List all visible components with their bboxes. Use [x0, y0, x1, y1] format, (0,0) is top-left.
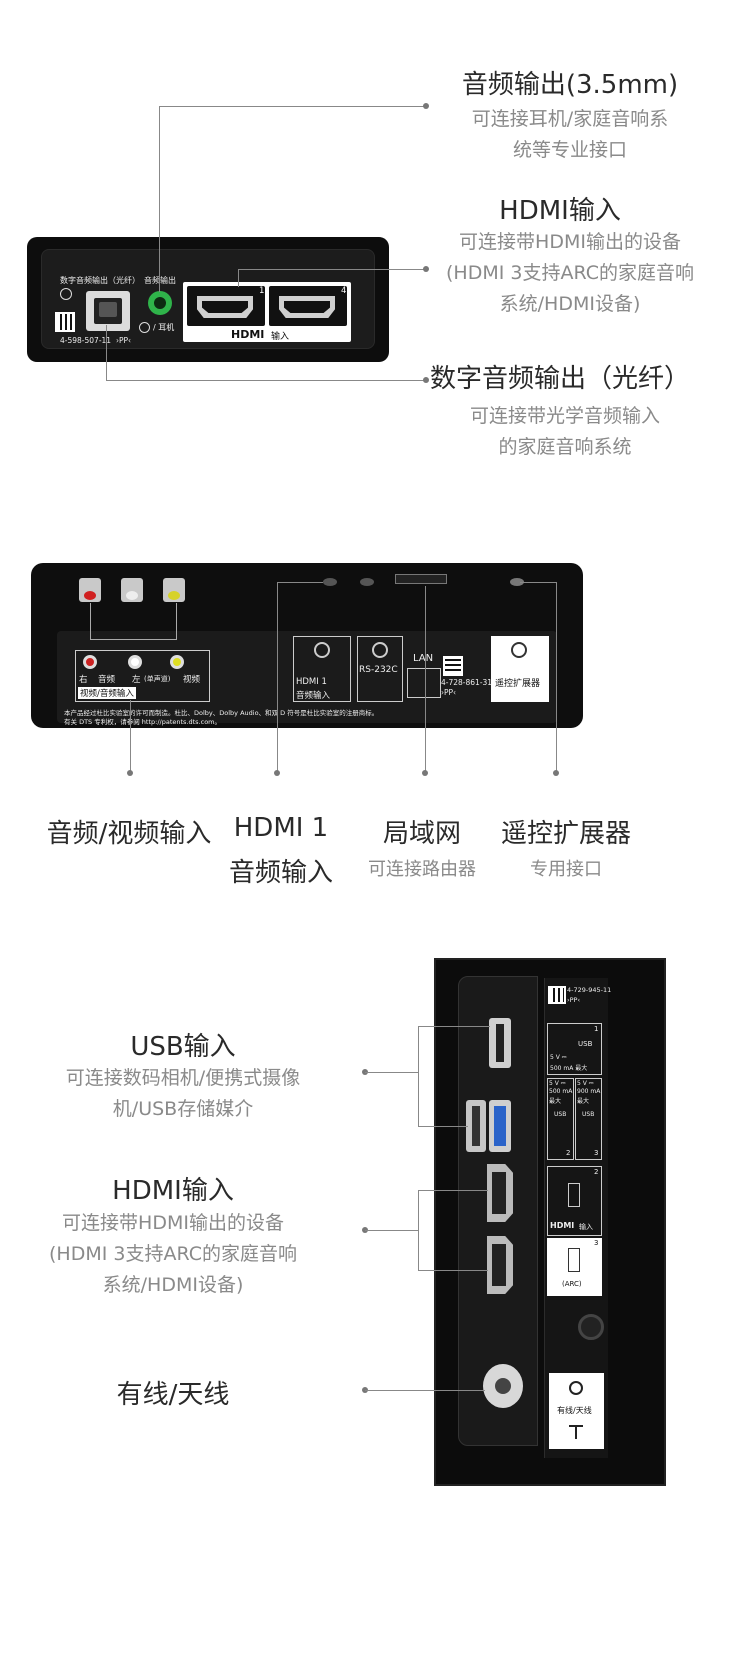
hdmi-in-desc-2: (HDMI 3支持ARC的家庭音响: [446, 262, 694, 284]
ppc-mark-3: ›PP‹: [567, 996, 581, 1004]
hdmi-logo: HDMI: [231, 328, 265, 341]
hdmi-desc-3-3: 系统/HDMI设备): [102, 1274, 244, 1296]
hdmi1-title-1: HDMI 1: [233, 813, 329, 843]
optical-out-desc-1: 可连接带光学音频输入: [469, 405, 660, 427]
hdmi-2-num: 2: [594, 1168, 599, 1176]
av-input: 视频/音频输入: [78, 687, 136, 699]
hdmi-title-3: HDMI输入: [112, 1176, 234, 1206]
usb-3-label: 5 V ⎓ 900 mA 最大 USB 3: [575, 1078, 602, 1160]
hdmi-in-desc-3: 系统/HDMI设备): [499, 293, 641, 315]
qr-code: [55, 312, 75, 332]
optical-port: [86, 291, 130, 331]
lan-title: 局域网: [382, 819, 461, 849]
usb-port-3: [466, 1100, 486, 1152]
usb-1-word: USB: [578, 1040, 593, 1048]
footer-line-1: 本产品经过杜比实验室的许可而制造。杜比、Dolby、Dolby Audio、和双…: [64, 709, 379, 717]
hdmi-in-title: HDMI输入: [499, 196, 621, 226]
usb-2-spec-1: 5 V ⎓: [549, 1080, 566, 1087]
rs232c-box: RS-232C: [357, 636, 403, 702]
hdmi-2-label: 2 HDMI 输入: [547, 1166, 602, 1236]
audio-out-label: 音频输出: [144, 276, 176, 285]
antenna-title: 有线/天线: [116, 1380, 230, 1410]
av-input-title: 音频/视频输入: [46, 819, 212, 849]
optical-out-title: 数字音频输出（光纤）: [429, 364, 690, 394]
optical-label: 数字音频输出（光纤）: [60, 276, 140, 285]
footer-line-2: 有关 DTS 专利权，请参阅 http://patents.dts.com。: [64, 718, 221, 726]
usb-1-label: 1 USB 5 V ⎓ 500 mA 最大: [547, 1023, 602, 1075]
lan-desc: 可连接路由器: [368, 859, 476, 880]
usb-desc-2: 机/USB存储媒介: [112, 1098, 254, 1120]
hdmi-logo-3: HDMI: [550, 1221, 575, 1230]
usb-3-word: USB: [582, 1111, 595, 1118]
hdmi-block: 1 4 HDMI 输入: [183, 282, 351, 342]
qr-code-2: [443, 656, 463, 676]
rs232c-label: RS-232C: [359, 665, 398, 675]
hdmi-3-label: 3 (ARC): [547, 1238, 602, 1296]
usb-title: USB输入: [130, 1032, 236, 1062]
usb-3-num: 3: [594, 1149, 599, 1157]
headphone-icon: [139, 322, 150, 333]
remote-ext-label: 遥控扩展器: [495, 679, 541, 689]
qr-code-3: [548, 986, 566, 1004]
hdmi-port-side-2: [487, 1164, 513, 1222]
headphone-label: / 耳机: [153, 323, 175, 332]
hdmi1-label-1: HDMI 1: [296, 677, 327, 687]
usb-2-label: 5 V ⎓ 500 mA 最大 USB 2: [547, 1078, 574, 1160]
hdmi1-label-2: 音频输入: [296, 691, 331, 701]
remote-ext-desc: 专用接口: [530, 859, 602, 880]
rca-jack-red: [79, 578, 101, 602]
hdmi-logo-suffix: 输入: [271, 332, 290, 342]
av-left: 左: [132, 675, 141, 685]
output-arrow-icon: [60, 288, 72, 300]
usb-3-spec-1: 5 V ⎓: [577, 1080, 594, 1087]
rca-jack-white: [121, 578, 143, 602]
part-number-1: 4-598-507-11: [60, 336, 112, 345]
part-number-3: 4-729-945-11: [567, 986, 612, 994]
hdmi1-title-2: 音频输入: [228, 858, 333, 888]
hdmi-logo-3-suffix: 输入: [579, 1223, 593, 1231]
remote-ext-box: 遥控扩展器: [491, 636, 549, 702]
audio-out-desc-1: 可连接耳机/家庭音响系: [471, 108, 669, 130]
usb-3-spec-3: 最大: [577, 1098, 590, 1105]
usb-1-spec-1: 5 V ⎓: [550, 1054, 567, 1061]
audio-out-desc-2: 统等专业接口: [512, 139, 627, 161]
hdmi-port-side-3: [487, 1236, 513, 1294]
lan-label: LAN: [413, 653, 434, 664]
audio-out-title: 音频输出(3.5mm): [461, 70, 679, 100]
hdmi1-box: HDMI 1 音频输入: [293, 636, 351, 702]
hdmi-3-num: 3: [594, 1239, 599, 1247]
hdmi-port-4-num: 4: [341, 286, 347, 296]
usb-1-spec-2: 500 mA 最大: [550, 1065, 588, 1072]
av-video: 视频: [183, 675, 201, 685]
remote-ext-title: 遥控扩展器: [500, 819, 631, 849]
usb-desc-1: 可连接数码相机/便携式摄像: [65, 1067, 301, 1089]
antenna-connector: [483, 1364, 523, 1408]
av-mono: (单声道): [144, 675, 171, 683]
antenna-label: 有线/天线: [557, 1406, 592, 1415]
usb-3-spec-2: 900 mA: [577, 1088, 601, 1095]
rca-jack-yellow: [163, 578, 185, 602]
usb-1-num: 1: [594, 1025, 599, 1033]
av-label-box: 右 音频 左 (单声道) 视频 视频/音频输入: [75, 650, 210, 702]
lan-port: [407, 668, 441, 698]
usb-2-word: USB: [554, 1111, 567, 1118]
antenna-label-box: 有线/天线: [549, 1373, 604, 1449]
arc-label: (ARC): [562, 1280, 582, 1288]
usb-2-spec-2: 500 mA: [549, 1088, 573, 1095]
av-audio: 音频: [98, 675, 116, 685]
usb-2-spec-3: 最大: [549, 1098, 562, 1105]
part-number-2: 4-728-861-31: [441, 678, 493, 687]
ppc-mark-1: ›PP‹: [116, 336, 132, 345]
hdmi-desc-3-1: 可连接带HDMI输出的设备: [62, 1212, 284, 1234]
usb-port-1: [489, 1018, 511, 1068]
optical-out-desc-2: 的家庭音响系统: [498, 436, 632, 458]
usb-port-2: [489, 1100, 511, 1152]
hdmi-in-desc-1: 可连接带HDMI输出的设备: [459, 231, 681, 253]
usb-2-num: 2: [566, 1149, 571, 1157]
hdmi-port-1-num: 1: [259, 286, 265, 296]
av-right: 右: [79, 675, 88, 685]
ppc-mark-2: ›PP‹: [441, 688, 457, 697]
hdmi-desc-3-2: (HDMI 3支持ARC的家庭音响: [49, 1243, 297, 1265]
audio-jack: [148, 291, 172, 315]
